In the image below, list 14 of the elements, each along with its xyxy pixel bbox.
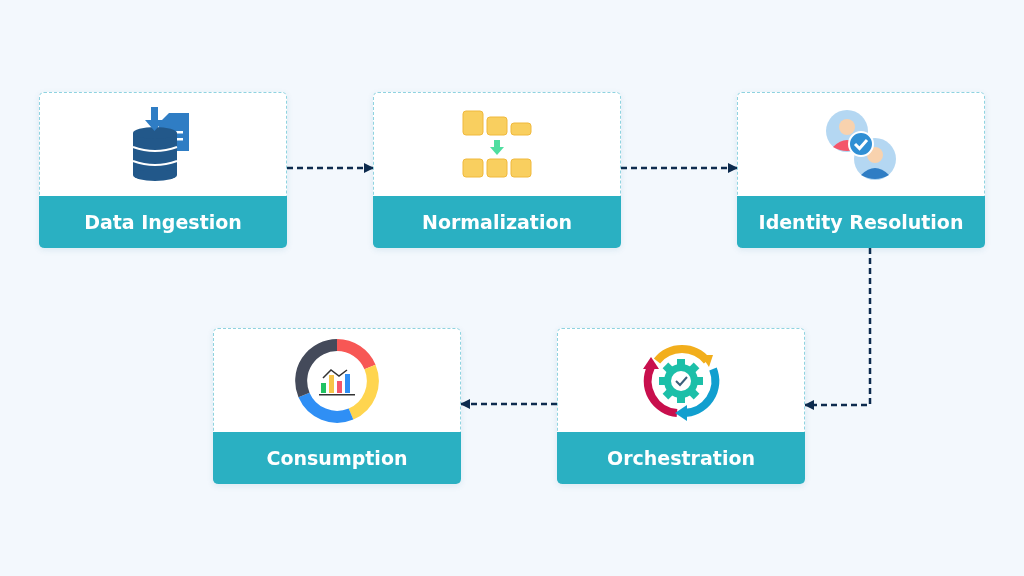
title-band: Normalization [373,196,621,248]
arrow [460,399,557,409]
process-card [39,92,287,248]
title-band: Data Ingestion [39,196,287,248]
process-card [557,328,805,484]
arrow [804,248,872,410]
arrow [287,163,374,173]
process-card [213,328,461,484]
title-band: Identity Resolution [737,196,985,248]
process-card [737,92,985,248]
title-band: Consumption [213,432,461,484]
title-band: Orchestration [557,432,805,484]
arrow [621,163,738,173]
process-card [373,92,621,248]
